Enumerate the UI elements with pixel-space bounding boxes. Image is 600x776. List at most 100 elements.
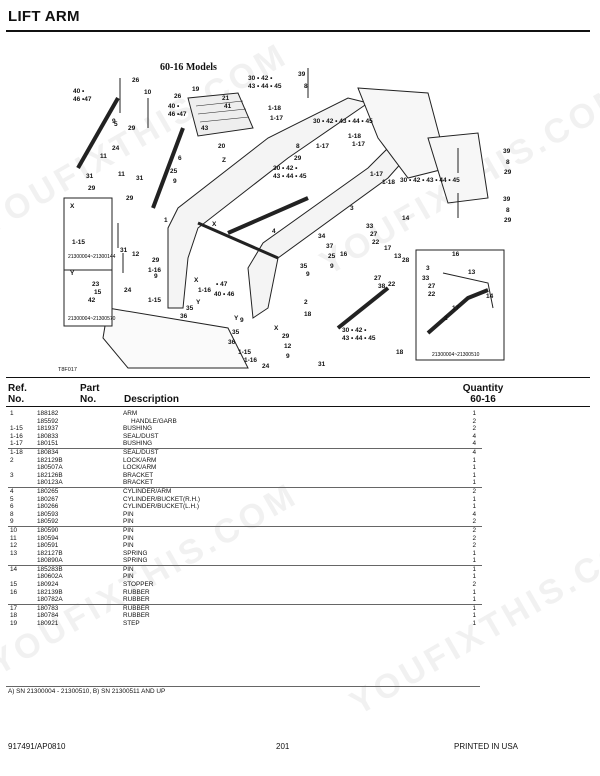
description-cell: PIN: [123, 510, 134, 518]
svg-text:Y: Y: [234, 315, 239, 322]
quantity-cell: 1: [472, 549, 476, 557]
svg-text:8: 8: [506, 159, 510, 166]
svg-text:29: 29: [294, 155, 302, 162]
svg-text:Z: Z: [222, 157, 226, 164]
svg-text:30 • 42 • 43 • 44 • 45: 30 • 42 • 43 • 44 • 45: [400, 177, 460, 184]
ref-cell: 18: [10, 612, 18, 620]
doc-id: 917491/AP0810: [8, 742, 66, 751]
svg-text:31: 31: [136, 175, 144, 182]
svg-text:1-17: 1-17: [370, 171, 383, 178]
quantity-cell: 1: [472, 573, 476, 581]
svg-text:30 • 42 • 43 • 44 • 45: 30 • 42 • 43 • 44 • 45: [313, 118, 373, 125]
svg-text:1-17: 1-17: [270, 115, 283, 122]
ref-cell: [8, 479, 37, 487]
ref-cell: 19: [10, 620, 18, 628]
svg-text:16: 16: [452, 251, 460, 258]
svg-text:27: 27: [428, 283, 436, 290]
svg-text:43 • 44 • 45: 43 • 44 • 45: [248, 83, 282, 90]
quantity-cell: 1: [472, 588, 476, 596]
part-number-cell: 180591: [37, 542, 59, 550]
footnote: A) SN 21300004 - 21300510, B) SN 2130051…: [8, 688, 166, 695]
ref-cell: 1-18: [8, 447, 37, 457]
ref-cell: 8: [10, 510, 14, 518]
svg-text:46 •47: 46 •47: [73, 96, 92, 103]
ref-cell: 17: [8, 603, 37, 613]
ref-cell: 15: [10, 581, 18, 589]
svg-text:39: 39: [503, 148, 511, 155]
svg-text:21: 21: [222, 95, 230, 102]
svg-text:29: 29: [88, 185, 96, 192]
part-number-cell: 180594: [37, 534, 59, 542]
ref-cell: 1-17: [10, 440, 23, 448]
quantity-cell: 1: [472, 410, 476, 417]
svg-text:18: 18: [396, 349, 404, 356]
ref-cell: 1-15: [10, 425, 23, 433]
quantity-cell: 1: [416, 564, 482, 574]
ref-cell: [8, 596, 37, 604]
quantity-cell: 4: [416, 447, 482, 457]
svg-text:13: 13: [394, 253, 402, 260]
description-cell: PIN: [123, 534, 134, 542]
part-number-cell: 180890A: [37, 557, 63, 565]
figure-code: T8F017: [58, 367, 77, 373]
svg-text:37: 37: [326, 243, 334, 250]
svg-text:43: 43: [201, 125, 209, 132]
svg-text:29: 29: [504, 169, 512, 176]
description-cell: RUBBER: [123, 588, 150, 596]
svg-text:43 • 44 • 45: 43 • 44 • 45: [342, 335, 376, 342]
ref-cell: 1-16: [10, 432, 23, 440]
svg-text:43 • 44 • 45: 43 • 44 • 45: [273, 173, 307, 180]
part-number-cell: 180602A: [37, 573, 63, 581]
ref-cell: 6: [10, 503, 14, 511]
description-cell: CYLINDER/ARM: [123, 486, 416, 496]
svg-text:20: 20: [218, 143, 226, 150]
part-number-cell: 185283B: [37, 564, 123, 574]
svg-text:19: 19: [192, 86, 200, 93]
quantity-cell: 2: [416, 525, 482, 535]
svg-text:9: 9: [154, 273, 158, 280]
svg-text:9: 9: [306, 271, 310, 278]
description-cell: BUSHING: [123, 440, 153, 448]
description-cell: RUBBER: [123, 603, 416, 613]
svg-text:33: 33: [422, 275, 430, 282]
part-number-cell: 180833: [37, 432, 59, 440]
svg-text:X: X: [70, 203, 75, 210]
quantity-cell: 1: [472, 612, 476, 620]
svg-text:36: 36: [228, 339, 236, 346]
ref-cell: [8, 557, 37, 565]
svg-text:1-15: 1-15: [148, 297, 161, 304]
svg-text:1-15: 1-15: [72, 239, 85, 246]
ref-cell: [8, 464, 37, 472]
svg-text:1-18: 1-18: [348, 133, 361, 140]
svg-text:33: 33: [366, 223, 374, 230]
part-number-cell: 180783: [37, 603, 123, 613]
ref-cell: 4: [8, 486, 37, 496]
quantity-cell: 4: [472, 432, 476, 440]
svg-text:22: 22: [372, 239, 380, 246]
svg-text:24: 24: [262, 363, 270, 370]
svg-text:2: 2: [304, 299, 308, 306]
svg-text:Y: Y: [196, 299, 201, 306]
quantity-cell: 2: [472, 518, 476, 526]
quantity-cell: 2: [416, 486, 482, 496]
svg-text:29: 29: [128, 125, 136, 132]
part-number-cell: 180265: [37, 486, 123, 496]
description-cell: PIN: [123, 518, 134, 526]
part-number-cell: 182129B: [37, 456, 63, 464]
svg-text:26: 26: [174, 93, 182, 100]
printed-in: PRINTED IN USA: [454, 742, 519, 751]
svg-text:22: 22: [428, 291, 436, 298]
svg-text:Y: Y: [70, 270, 75, 277]
svg-text:12: 12: [284, 343, 292, 350]
svg-text:X: X: [194, 277, 199, 284]
